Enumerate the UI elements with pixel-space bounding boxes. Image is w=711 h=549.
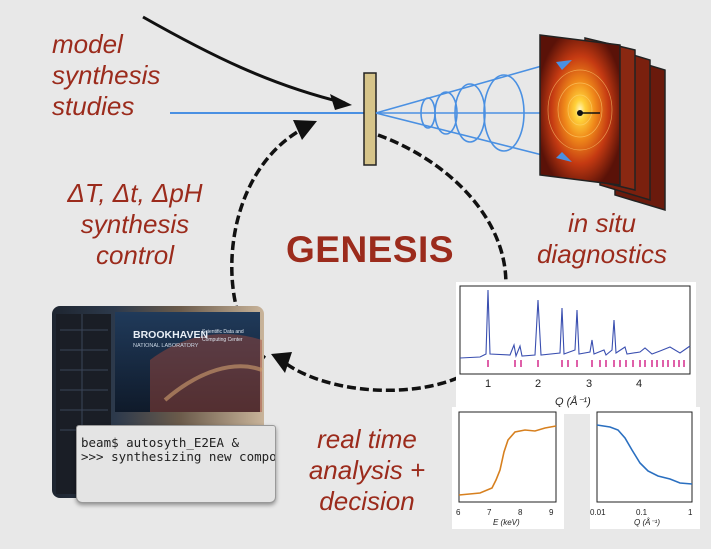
model-label-line1: model (52, 29, 123, 59)
facility-logo-sub: NATIONAL LABORATORY (133, 343, 199, 349)
cycle-arrowhead-bottom (271, 352, 292, 373)
control-label-line1: ΔT, Δt, ΔpH (67, 178, 203, 208)
terminal-line-2: >>> synthesizing new compound (81, 449, 276, 464)
xas-tick-7: 7 (487, 508, 492, 517)
terminal-window: beam$ autosyth_E2EA & >>> synthesizing n… (76, 425, 276, 503)
genesis-title: GENESIS (286, 229, 454, 270)
xrd-reflection-ticks (487, 360, 685, 367)
analysis-label-line2: analysis + (308, 455, 426, 485)
model-synthesis-label: model synthesis studies (52, 29, 160, 122)
saxs-tick-001: 0.01 (590, 508, 606, 517)
analysis-label-line3: decision (319, 486, 415, 516)
facility-logo-name: BROOKHAVEN (133, 329, 208, 341)
analysis-label-line1: real time (317, 424, 417, 454)
saxs-x-axis-title: Q (Å⁻¹) (634, 518, 660, 527)
in-situ-diagnostics-label: in situ diagnostics (527, 208, 677, 270)
xrd-tick-2: 2 (535, 378, 541, 390)
real-time-analysis-label: real time analysis + decision (298, 424, 436, 517)
facility-sign-line1: Scientific Data and (202, 329, 244, 335)
saxs-tick-01: 0.1 (636, 508, 648, 517)
saxs-curve-line (596, 424, 693, 485)
sample-holder (363, 72, 377, 166)
xas-tick-9: 9 (549, 508, 554, 517)
xas-tick-6: 6 (456, 508, 461, 517)
cycle-arrowhead-left (293, 120, 317, 140)
area-detector-stack (539, 34, 666, 212)
xrd-tick-1: 1 (485, 378, 491, 390)
xas-spectrum-line (458, 425, 557, 496)
control-label-line2: synthesis (80, 209, 190, 239)
saxs-plot: 0.01 0.1 1 Q (Å⁻¹) (590, 407, 700, 529)
xrd-tick-3: 3 (586, 378, 592, 390)
control-label-line3: control (95, 240, 175, 270)
model-label-line3: studies (52, 91, 135, 121)
terminal-line-1: beam$ autosyth_E2EA & (81, 435, 240, 450)
diagnostics-label-line1: in situ (568, 208, 636, 238)
scattering-cone (375, 57, 571, 163)
xas-plot: 6 7 8 9 E (keV) (452, 407, 564, 529)
cycle-arrow-bottom (283, 361, 471, 392)
model-label-line2: synthesis (52, 60, 161, 90)
xrd-plot: 1 2 3 4 Q (Å⁻¹) (456, 282, 696, 414)
xrd-x-axis-title: Q (Å⁻¹) (555, 395, 591, 408)
synthesis-input-arrow (142, 15, 346, 105)
xrd-tick-4: 4 (636, 378, 642, 390)
saxs-tick-1: 1 (688, 508, 693, 517)
diagnostics-label-line2: diagnostics (536, 239, 668, 269)
synthesis-input-arrowhead (330, 94, 352, 110)
xas-tick-8: 8 (518, 508, 523, 517)
facility-sign-line2: Computing Center (202, 337, 243, 343)
xrd-pattern-line (459, 289, 691, 359)
cycle-arrow-right (377, 133, 508, 309)
synthesis-control-label: ΔT, Δt, ΔpH synthesis control (60, 178, 210, 271)
xas-x-axis-title: E (keV) (493, 518, 520, 527)
